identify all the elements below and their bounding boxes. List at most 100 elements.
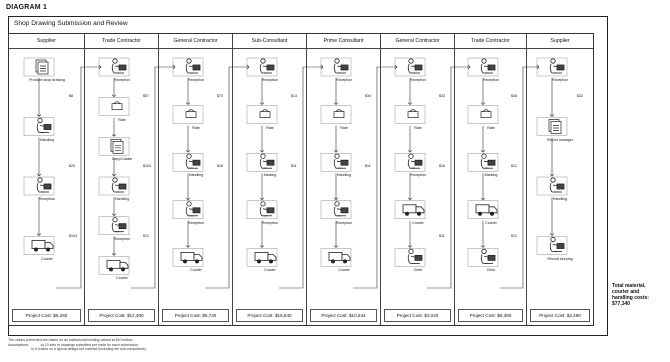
lane-header: Trade Contractor [85,34,158,49]
worker-icon [259,153,275,169]
worker-icon [549,177,565,193]
step-label: Courier [41,256,53,261]
step-box [23,117,55,136]
total-note-line-2: courier and [612,289,640,295]
courier-truck-icon [106,259,129,272]
footnote-line-2: Assumptions: a) 10 sets of drawings subm… [8,342,140,347]
lane-project-cost: Project Cost: $3,020 [384,309,451,322]
link-cost-label: $12 [511,164,517,168]
flow-arrow-down [407,78,413,106]
link-cost-label: $12 [511,234,517,238]
worker-icon [407,248,423,264]
step-box [536,236,568,255]
flow-arrow-down [185,125,191,153]
step-label: Clerk [486,268,496,273]
worker-icon [185,201,201,217]
step-box [320,248,352,267]
flow-arrow-down [259,78,265,106]
step-label: Reception [38,197,56,201]
worker-icon [480,58,496,74]
lane-project-cost: Project Cost: $10,544 [310,309,377,322]
worker-icon [549,236,565,252]
step-label: Reception [187,78,205,82]
courier-truck-icon [475,204,498,216]
footnote-line-1: The values presented are based on an ins… [8,338,134,342]
link-cost-label: $104 [143,164,151,168]
flow-arrow-down [333,173,339,201]
step-box [320,152,352,172]
worker-icon [259,201,275,217]
link-cost-label: $104 [69,234,77,238]
flow-arrow-down [259,125,265,153]
step-box [23,57,55,77]
step-box [23,236,55,255]
step-box [467,105,499,124]
step-box [536,176,568,196]
rate-desk-icon [480,109,492,118]
rate-desk-icon [407,109,419,118]
step-box [536,117,568,136]
step-label: Handling [188,173,204,178]
step-label: Produce shop drawing [29,78,65,82]
link-cost-label: $57 [143,94,149,98]
flow-arrow-down [36,78,42,117]
worker-icon [480,248,496,264]
flow-arrow-down [333,220,339,248]
diagram-title: DIAGRAM 1 [6,4,48,11]
lane-header: General Contractor [159,34,232,49]
flow-arrow-down [333,125,339,153]
link-cost-label: $11 [291,164,297,168]
link-cost-label: $16 [217,164,223,168]
flow-arrow-down [111,78,117,98]
lane-project-cost: Project Cost: $6,380 [458,309,523,322]
step-label: Courier [116,276,128,281]
link-cost-label: $33 [439,94,445,98]
step-label: Reception [409,173,427,178]
lane-transfer-arrow [56,64,102,289]
worker-icon [111,58,127,74]
worker-icon [480,153,496,169]
step-label: Marking [263,173,277,178]
lane-transfer-arrow [131,64,176,289]
step-label: Reception [113,78,131,82]
document-icon [110,138,124,154]
step-label: Courier [264,268,276,273]
step-label: Handling [336,173,352,178]
step-box [98,137,130,156]
lane-project-cost: Project Cost: $12,300 [88,309,155,322]
step-box [246,105,278,124]
step-label: Courier [190,268,202,273]
flow-arrow-down [480,125,486,153]
link-cost-label: $34 [365,94,371,98]
flow-arrow-down [407,220,413,248]
frame-title: Shop Drawing Submission and Review [14,20,128,27]
lane-project-cost: Project Cost: $15,640 [236,309,303,322]
courier-truck-icon [402,204,425,216]
step-label: Reception [551,78,569,82]
step-label: Marking [484,173,498,178]
step-label: Reception [261,220,279,225]
lane-header: Sub-Consultant [233,34,306,49]
step-label: Record keeping [547,256,573,261]
link-cost-label: $13 [291,94,297,98]
step-box [320,200,352,220]
step-label: Rate [340,125,348,130]
footnote: The values presented are based on an ins… [8,338,147,352]
worker-icon [333,201,349,217]
lane-header: Trade Contractor [455,34,526,49]
worker-icon [185,58,201,74]
flow-arrow-down [480,173,486,201]
flow-arrow-down [259,220,265,248]
lane-transfer-arrow [427,64,471,289]
step-label: Rate [487,125,495,130]
flow-arrow-down [111,236,117,256]
step-box [246,152,278,172]
flow-arrow-down [407,173,413,201]
step-box [23,176,55,196]
